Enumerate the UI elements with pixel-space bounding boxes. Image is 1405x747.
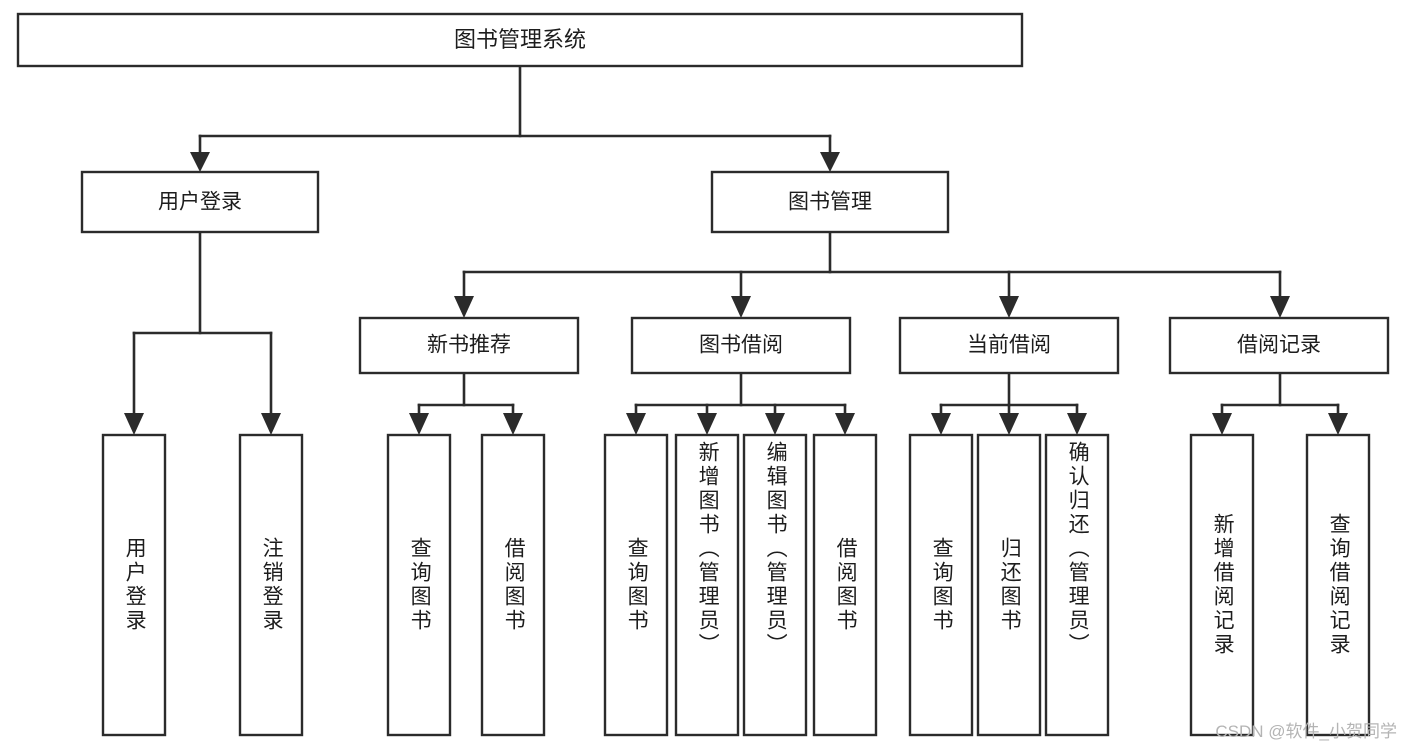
arrow-head-leaf-return-book <box>999 413 1019 435</box>
arrow-head-borrow-record <box>1270 296 1290 318</box>
leaf-user-login-box[interactable] <box>101 433 167 737</box>
node-new-book-recommend-box[interactable] <box>358 316 580 375</box>
leaf-query-book-2-box[interactable] <box>603 433 669 737</box>
node-borrow-record[interactable]: 借阅记录 <box>1168 316 1390 375</box>
leaf-confirm-return-box[interactable] <box>1044 433 1110 737</box>
node-user-login-label: 用户登录 <box>158 191 242 214</box>
node-root-label: 图书管理系统 <box>454 27 586 52</box>
node-current-borrow-box[interactable] <box>898 316 1120 375</box>
arrow-head-book-borrow <box>731 296 751 318</box>
arrow-head-leaf-query-record <box>1328 413 1348 435</box>
leaf-return-book-box[interactable] <box>976 433 1042 737</box>
leaf-edit-book-box[interactable] <box>742 433 808 737</box>
leaf-add-record-box[interactable] <box>1189 433 1255 737</box>
leaf-borrow-book-2-box[interactable] <box>812 433 878 737</box>
node-borrow-record-label: 借阅记录 <box>1237 334 1321 357</box>
node-borrow-record-box[interactable] <box>1168 316 1390 375</box>
arrow-head-book-management <box>820 152 840 172</box>
arrow-head-leaf-query-book-3 <box>931 413 951 435</box>
arrow-head-leaf-edit-book <box>765 413 785 435</box>
arrow-head-leaf-query-book-1 <box>409 413 429 435</box>
arrow-head-current-borrow <box>999 296 1019 318</box>
arrow-head-leaf-borrow-book-1 <box>503 413 523 435</box>
leaf-query-book-1-box[interactable] <box>386 433 452 737</box>
node-root[interactable]: 图书管理系统 <box>16 12 1024 68</box>
node-new-book-recommend-label: 新书推荐 <box>427 334 511 357</box>
arrow-head-leaf-confirm-return <box>1067 413 1087 435</box>
node-new-book-recommend[interactable]: 新书推荐 <box>358 316 580 375</box>
node-book-borrow[interactable]: 图书借阅 <box>630 316 852 375</box>
leaf-logout-login-box[interactable] <box>238 433 304 737</box>
node-root-box[interactable] <box>16 12 1024 68</box>
arrow-head-leaf-logout-login <box>261 413 281 435</box>
leaf-query-record-box[interactable] <box>1305 433 1371 737</box>
arrow-head-leaf-add-book <box>697 413 717 435</box>
arrow-head-leaf-query-book-2 <box>626 413 646 435</box>
arrow-head-user-login <box>190 152 210 172</box>
node-user-login[interactable]: 用户登录 <box>80 170 320 234</box>
arrow-head-new-book-recommend <box>454 296 474 318</box>
node-book-borrow-box[interactable] <box>630 316 852 375</box>
leaf-query-book-3-box[interactable] <box>908 433 974 737</box>
arrow-head-leaf-add-record <box>1212 413 1232 435</box>
arrow-head-leaf-borrow-book-2 <box>835 413 855 435</box>
node-book-management-label: 图书管理 <box>788 191 872 214</box>
node-current-borrow[interactable]: 当前借阅 <box>898 316 1120 375</box>
node-user-login-box[interactable] <box>80 170 320 234</box>
connector-layer <box>124 64 1348 435</box>
leaf-box-layer <box>101 433 1371 737</box>
node-book-management-box[interactable] <box>710 170 950 234</box>
leaf-borrow-book-1-box[interactable] <box>480 433 546 737</box>
leaf-add-book-box[interactable] <box>674 433 740 737</box>
node-book-management[interactable]: 图书管理 <box>710 170 950 234</box>
node-current-borrow-label: 当前借阅 <box>967 334 1051 357</box>
arrow-head-leaf-user-login <box>124 413 144 435</box>
node-book-borrow-label: 图书借阅 <box>699 334 783 357</box>
